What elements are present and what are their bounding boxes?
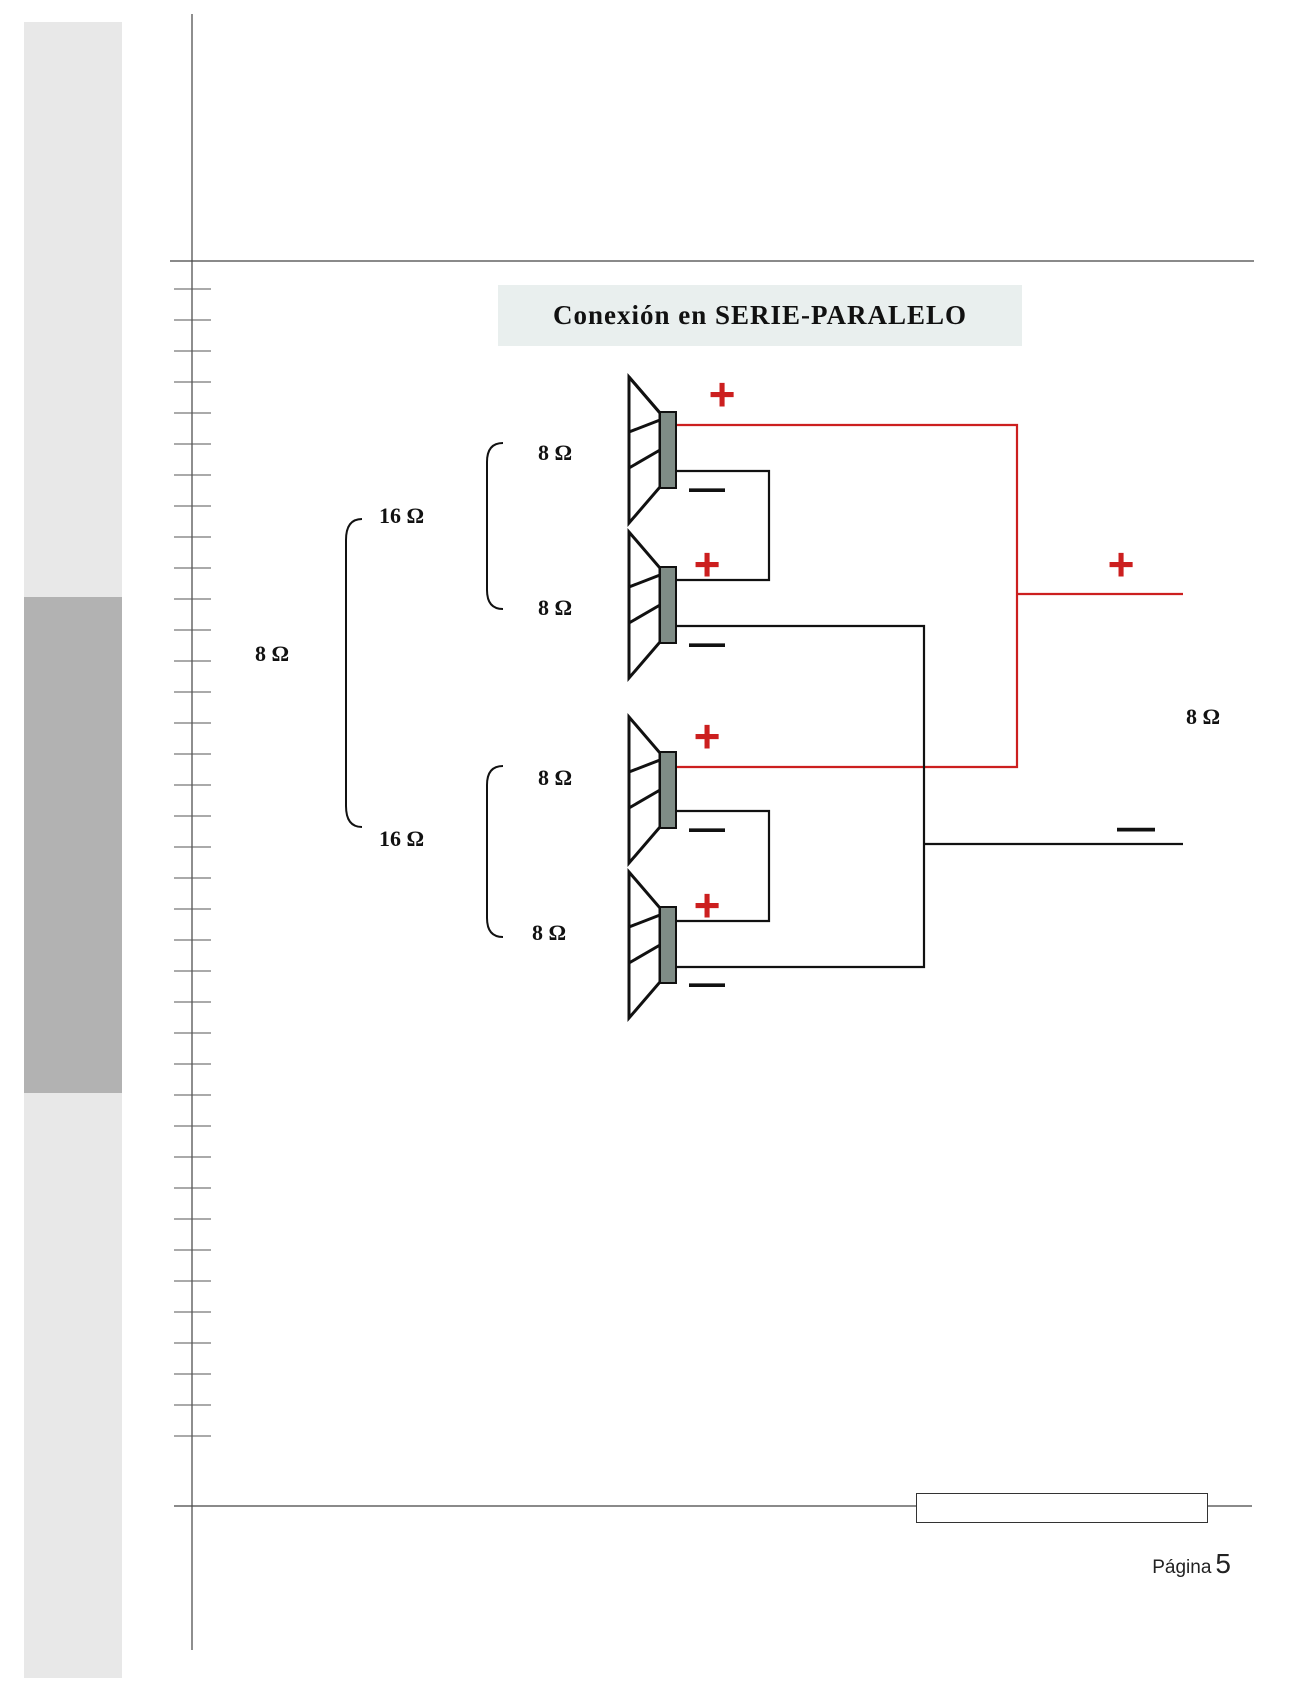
voice-coil	[659, 751, 677, 829]
series-link-wire-2	[677, 809, 771, 923]
speaker-3-plus: +	[694, 710, 721, 762]
page-number: 5	[1215, 1548, 1231, 1579]
speaker-1	[627, 372, 677, 528]
group-1-impedance: 16 Ω	[379, 503, 424, 528]
speaker-3-minus: —	[689, 807, 725, 848]
footer-box	[916, 1493, 1208, 1523]
sidebar-light-top	[24, 22, 122, 597]
diagram-title: Conexión en SERIE-PARALELO	[552, 300, 968, 330]
title-banner: Conexión en SERIE-PARALELO	[498, 285, 1022, 346]
speaker-4-impedance: 8 Ω	[532, 920, 566, 945]
speaker-2	[627, 527, 677, 683]
speaker-4	[627, 867, 677, 1023]
negative-bus-wire	[677, 624, 926, 969]
brace-group-2	[486, 765, 504, 938]
series-link-wire-1	[677, 469, 771, 582]
output-plus: +	[1108, 538, 1135, 590]
sidebar-light-bottom	[24, 1093, 122, 1678]
brace-total	[345, 518, 363, 828]
ruler-ticks	[174, 288, 211, 1437]
speaker-4-minus: —	[689, 962, 725, 1003]
total-impedance-left: 8 Ω	[255, 641, 289, 666]
voice-coil	[659, 906, 677, 984]
brace-group-1	[486, 442, 504, 610]
speaker-4-plus: +	[694, 879, 721, 931]
page-word: Página	[1152, 1557, 1212, 1578]
output-impedance: 8 Ω	[1186, 704, 1220, 729]
speaker-1-impedance: 8 Ω	[538, 440, 572, 465]
output-minus: —	[1117, 807, 1155, 849]
speaker-2-minus: —	[689, 622, 725, 663]
speaker-1-minus: —	[689, 467, 725, 508]
speaker-3	[627, 712, 677, 868]
speaker-2-impedance: 8 Ω	[538, 595, 572, 620]
voice-coil	[659, 566, 677, 644]
wires	[677, 423, 1183, 969]
sidebar-dark-band	[24, 597, 122, 1093]
voice-coil	[659, 411, 677, 489]
speaker-2-plus: +	[694, 538, 721, 590]
group-2-impedance: 16 Ω	[379, 826, 424, 851]
speaker-1-plus: +	[709, 368, 736, 420]
positive-bus-wire	[677, 423, 1019, 769]
speaker-3-impedance: 8 Ω	[538, 765, 572, 790]
